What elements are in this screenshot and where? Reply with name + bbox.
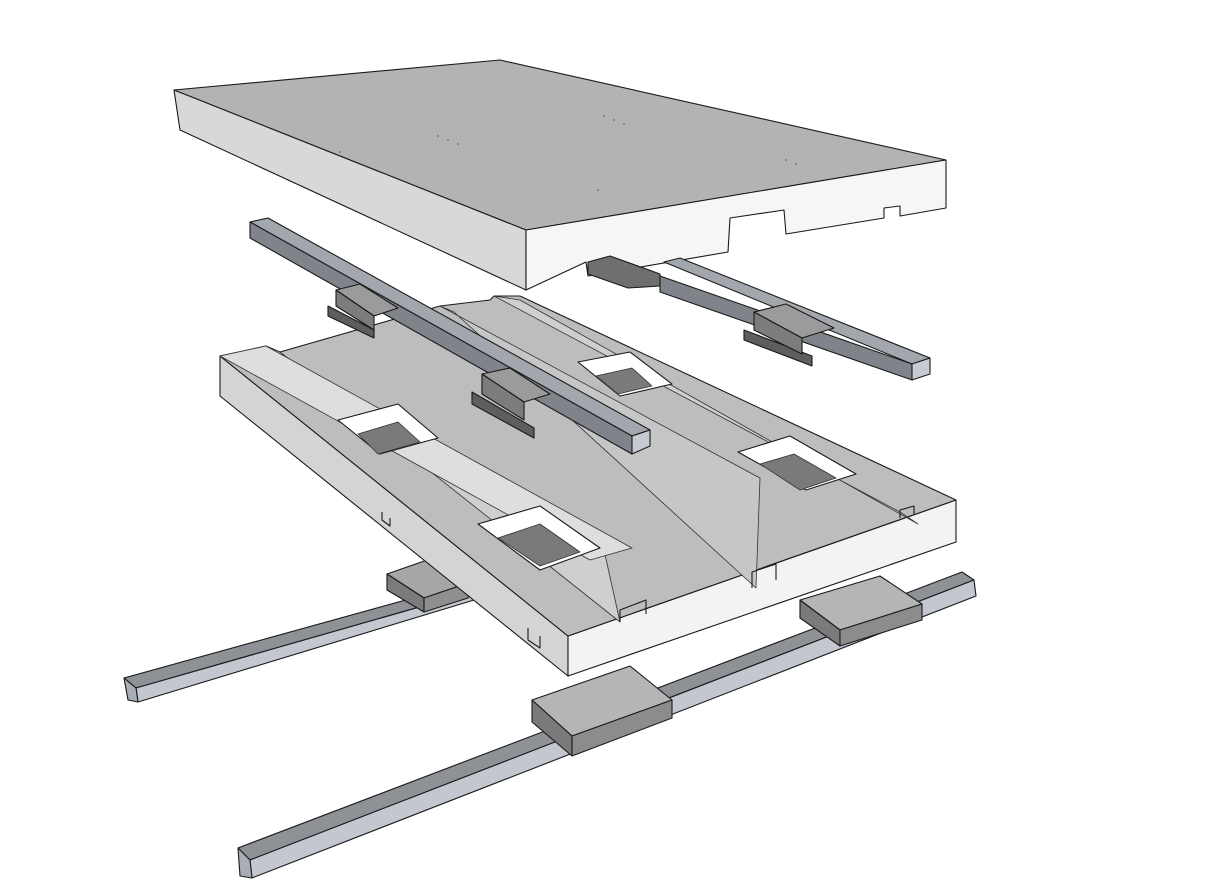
- upper-rail-right: [587, 255, 931, 381]
- lower-rail-right-carriage-1-front: [571, 699, 673, 757]
- middle-plate-left-notch-1: [381, 512, 391, 527]
- lower-rail-right-carriage-2-front: [839, 603, 923, 647]
- top-plate: [173, 59, 947, 291]
- lower-rail-right-end: [237, 847, 253, 879]
- lower-rail-left: [123, 558, 475, 703]
- middle-plate-channel-3: [493, 295, 919, 525]
- middle-plate-pocket-4-floor: [759, 453, 837, 491]
- lower-rail-right: [237, 571, 977, 879]
- upper-rail-left-carriage-2-side: [471, 391, 535, 439]
- top-plate-surface-marks: [339, 115, 797, 191]
- upper-rail-left-end: [631, 429, 651, 455]
- middle-plate: [219, 295, 957, 677]
- middle-plate-front-notch-2: [751, 563, 777, 588]
- lower-rail-left-end: [123, 677, 139, 703]
- upper-rail-left-carriage-2-face: [481, 373, 525, 421]
- middle-plate-pocket-3-floor: [595, 367, 653, 395]
- upper-rail-right-carriage-2-face: [753, 311, 803, 355]
- upper-rail-right-end: [911, 357, 931, 381]
- middle-plate-pocket-1-floor: [357, 421, 421, 455]
- middle-plate-pocket-2-floor: [497, 523, 581, 567]
- middle-plate-front-notch-1: [619, 599, 647, 622]
- middle-plate-left-strip: [219, 345, 633, 561]
- middle-plate-left-notch-2: [527, 628, 541, 649]
- middle-plate-channel-2: [439, 305, 761, 589]
- upper-rail-right-carriage-1: [587, 255, 661, 289]
- top-plate-front-face: [525, 159, 947, 291]
- middle-plate-front-notch-3: [899, 505, 915, 518]
- lower-rail-left-carriage-front: [423, 582, 469, 613]
- upper-rail-left-carriage-1-face: [335, 289, 375, 331]
- upper-rail-left: [249, 217, 651, 455]
- upper-rail-left-carriage-1-side: [327, 305, 375, 339]
